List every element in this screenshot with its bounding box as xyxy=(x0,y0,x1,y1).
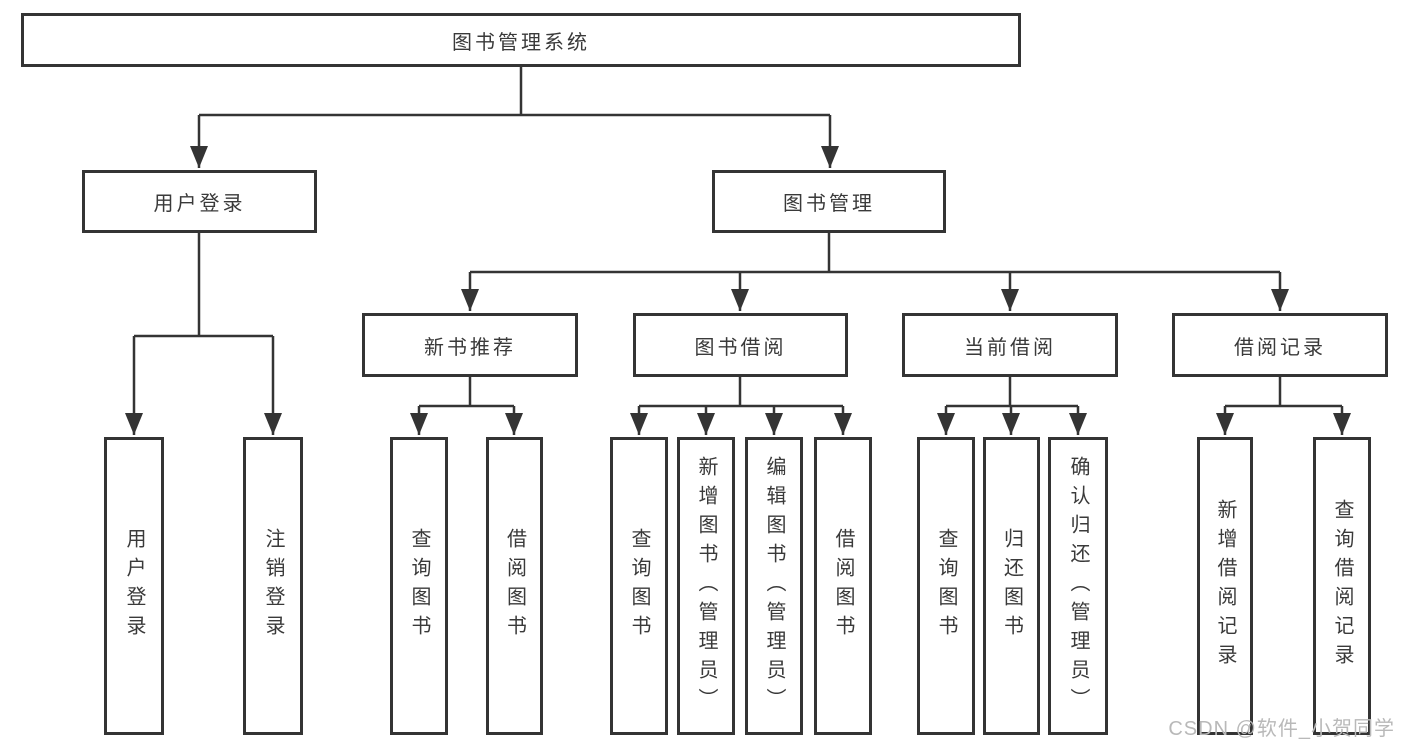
leaf-query-books-current: 查询图书 xyxy=(917,437,975,735)
node-user-login: 用户登录 xyxy=(82,170,317,233)
node-label: 新增图书（管理员） xyxy=(695,455,717,717)
node-label: 确认归还（管理员） xyxy=(1067,455,1089,717)
leaf-add-books-admin: 新增图书（管理员） xyxy=(677,437,735,735)
tree-lines xyxy=(134,67,1342,408)
tree-arrows xyxy=(125,115,1351,435)
node-label: 图书借阅 xyxy=(694,336,787,359)
leaf-add-borrow-record: 新增借阅记录 xyxy=(1197,437,1253,735)
node-label: 用户登录 xyxy=(123,528,145,644)
leaf-user-login: 用户登录 xyxy=(104,437,164,735)
node-label: 借阅图书 xyxy=(832,528,854,644)
leaf-query-books-borrow: 查询图书 xyxy=(610,437,668,735)
node-borrow-records: 借阅记录 xyxy=(1172,313,1388,377)
leaf-borrow-books-recommend: 借阅图书 xyxy=(486,437,543,735)
node-label: 借阅记录 xyxy=(1234,336,1326,359)
node-label: 用户登录 xyxy=(153,193,246,215)
node-label: 查询图书 xyxy=(935,528,957,644)
node-label: 注销登录 xyxy=(262,528,284,644)
node-label: 查询图书 xyxy=(628,528,650,644)
node-book-management: 图书管理 xyxy=(712,170,946,233)
node-new-book-recommend: 新书推荐 xyxy=(362,313,578,377)
leaf-edit-books-admin: 编辑图书（管理员） xyxy=(745,437,803,735)
node-label: 查询借阅记录 xyxy=(1331,499,1353,673)
node-label: 新增借阅记录 xyxy=(1214,499,1236,673)
node-label: 图书管理系统 xyxy=(452,31,590,54)
leaf-return-books: 归还图书 xyxy=(983,437,1040,735)
leaf-query-borrow-record: 查询借阅记录 xyxy=(1313,437,1371,735)
node-label: 新书推荐 xyxy=(424,336,516,359)
leaf-logout: 注销登录 xyxy=(243,437,303,735)
node-current-borrow: 当前借阅 xyxy=(902,313,1118,377)
node-label: 查询图书 xyxy=(408,528,430,644)
node-label: 借阅图书 xyxy=(503,528,526,644)
node-label: 图书管理 xyxy=(783,193,875,215)
leaf-query-books-recommend: 查询图书 xyxy=(390,437,448,735)
leaf-borrow-books: 借阅图书 xyxy=(814,437,872,735)
node-label: 当前借阅 xyxy=(964,336,1056,359)
node-root: 图书管理系统 xyxy=(21,13,1021,67)
node-label: 编辑图书（管理员） xyxy=(763,455,785,717)
csdn-watermark: CSDN @软件_小贺同学 xyxy=(1168,718,1395,740)
node-label: 归还图书 xyxy=(1000,528,1023,644)
node-book-borrow: 图书借阅 xyxy=(633,313,848,377)
leaf-confirm-return-admin: 确认归还（管理员） xyxy=(1048,437,1108,735)
